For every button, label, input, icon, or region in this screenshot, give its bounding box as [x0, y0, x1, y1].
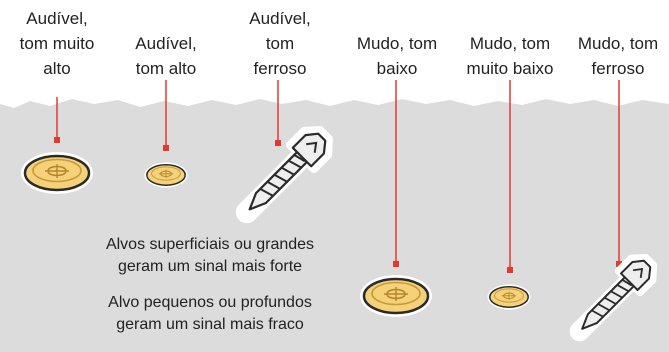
coin-icon	[143, 161, 189, 189]
label-surface-large-coin: Audível, tom muito alto	[19, 9, 95, 78]
note-strong-signal: Alvos superficiais ou grandes geram um s…	[105, 236, 315, 275]
label-surface-screw: Audível, tom ferroso	[249, 9, 311, 78]
marker-dot-deep-small-coin	[507, 267, 513, 273]
coin-icon	[19, 150, 95, 196]
coin-icon	[486, 283, 532, 311]
marker-dot-surface-large-coin	[54, 137, 60, 143]
label-deep-small-coin: Mudo, tom muito baixo	[466, 34, 554, 78]
label-deep-screw: Mudo, tom ferroso	[577, 34, 659, 78]
marker-dot-surface-screw	[275, 140, 281, 146]
marker-dot-surface-small-coin	[163, 145, 169, 151]
label-deep-large-coin: Mudo, tom baixo	[356, 34, 438, 78]
marker-dot-deep-screw	[616, 261, 622, 267]
label-surface-small-coin: Audível, tom alto	[135, 34, 197, 78]
note-weak-signal: Alvo pequenos ou profundos geram um sina…	[108, 294, 312, 333]
marker-dot-deep-large-coin	[393, 261, 399, 267]
